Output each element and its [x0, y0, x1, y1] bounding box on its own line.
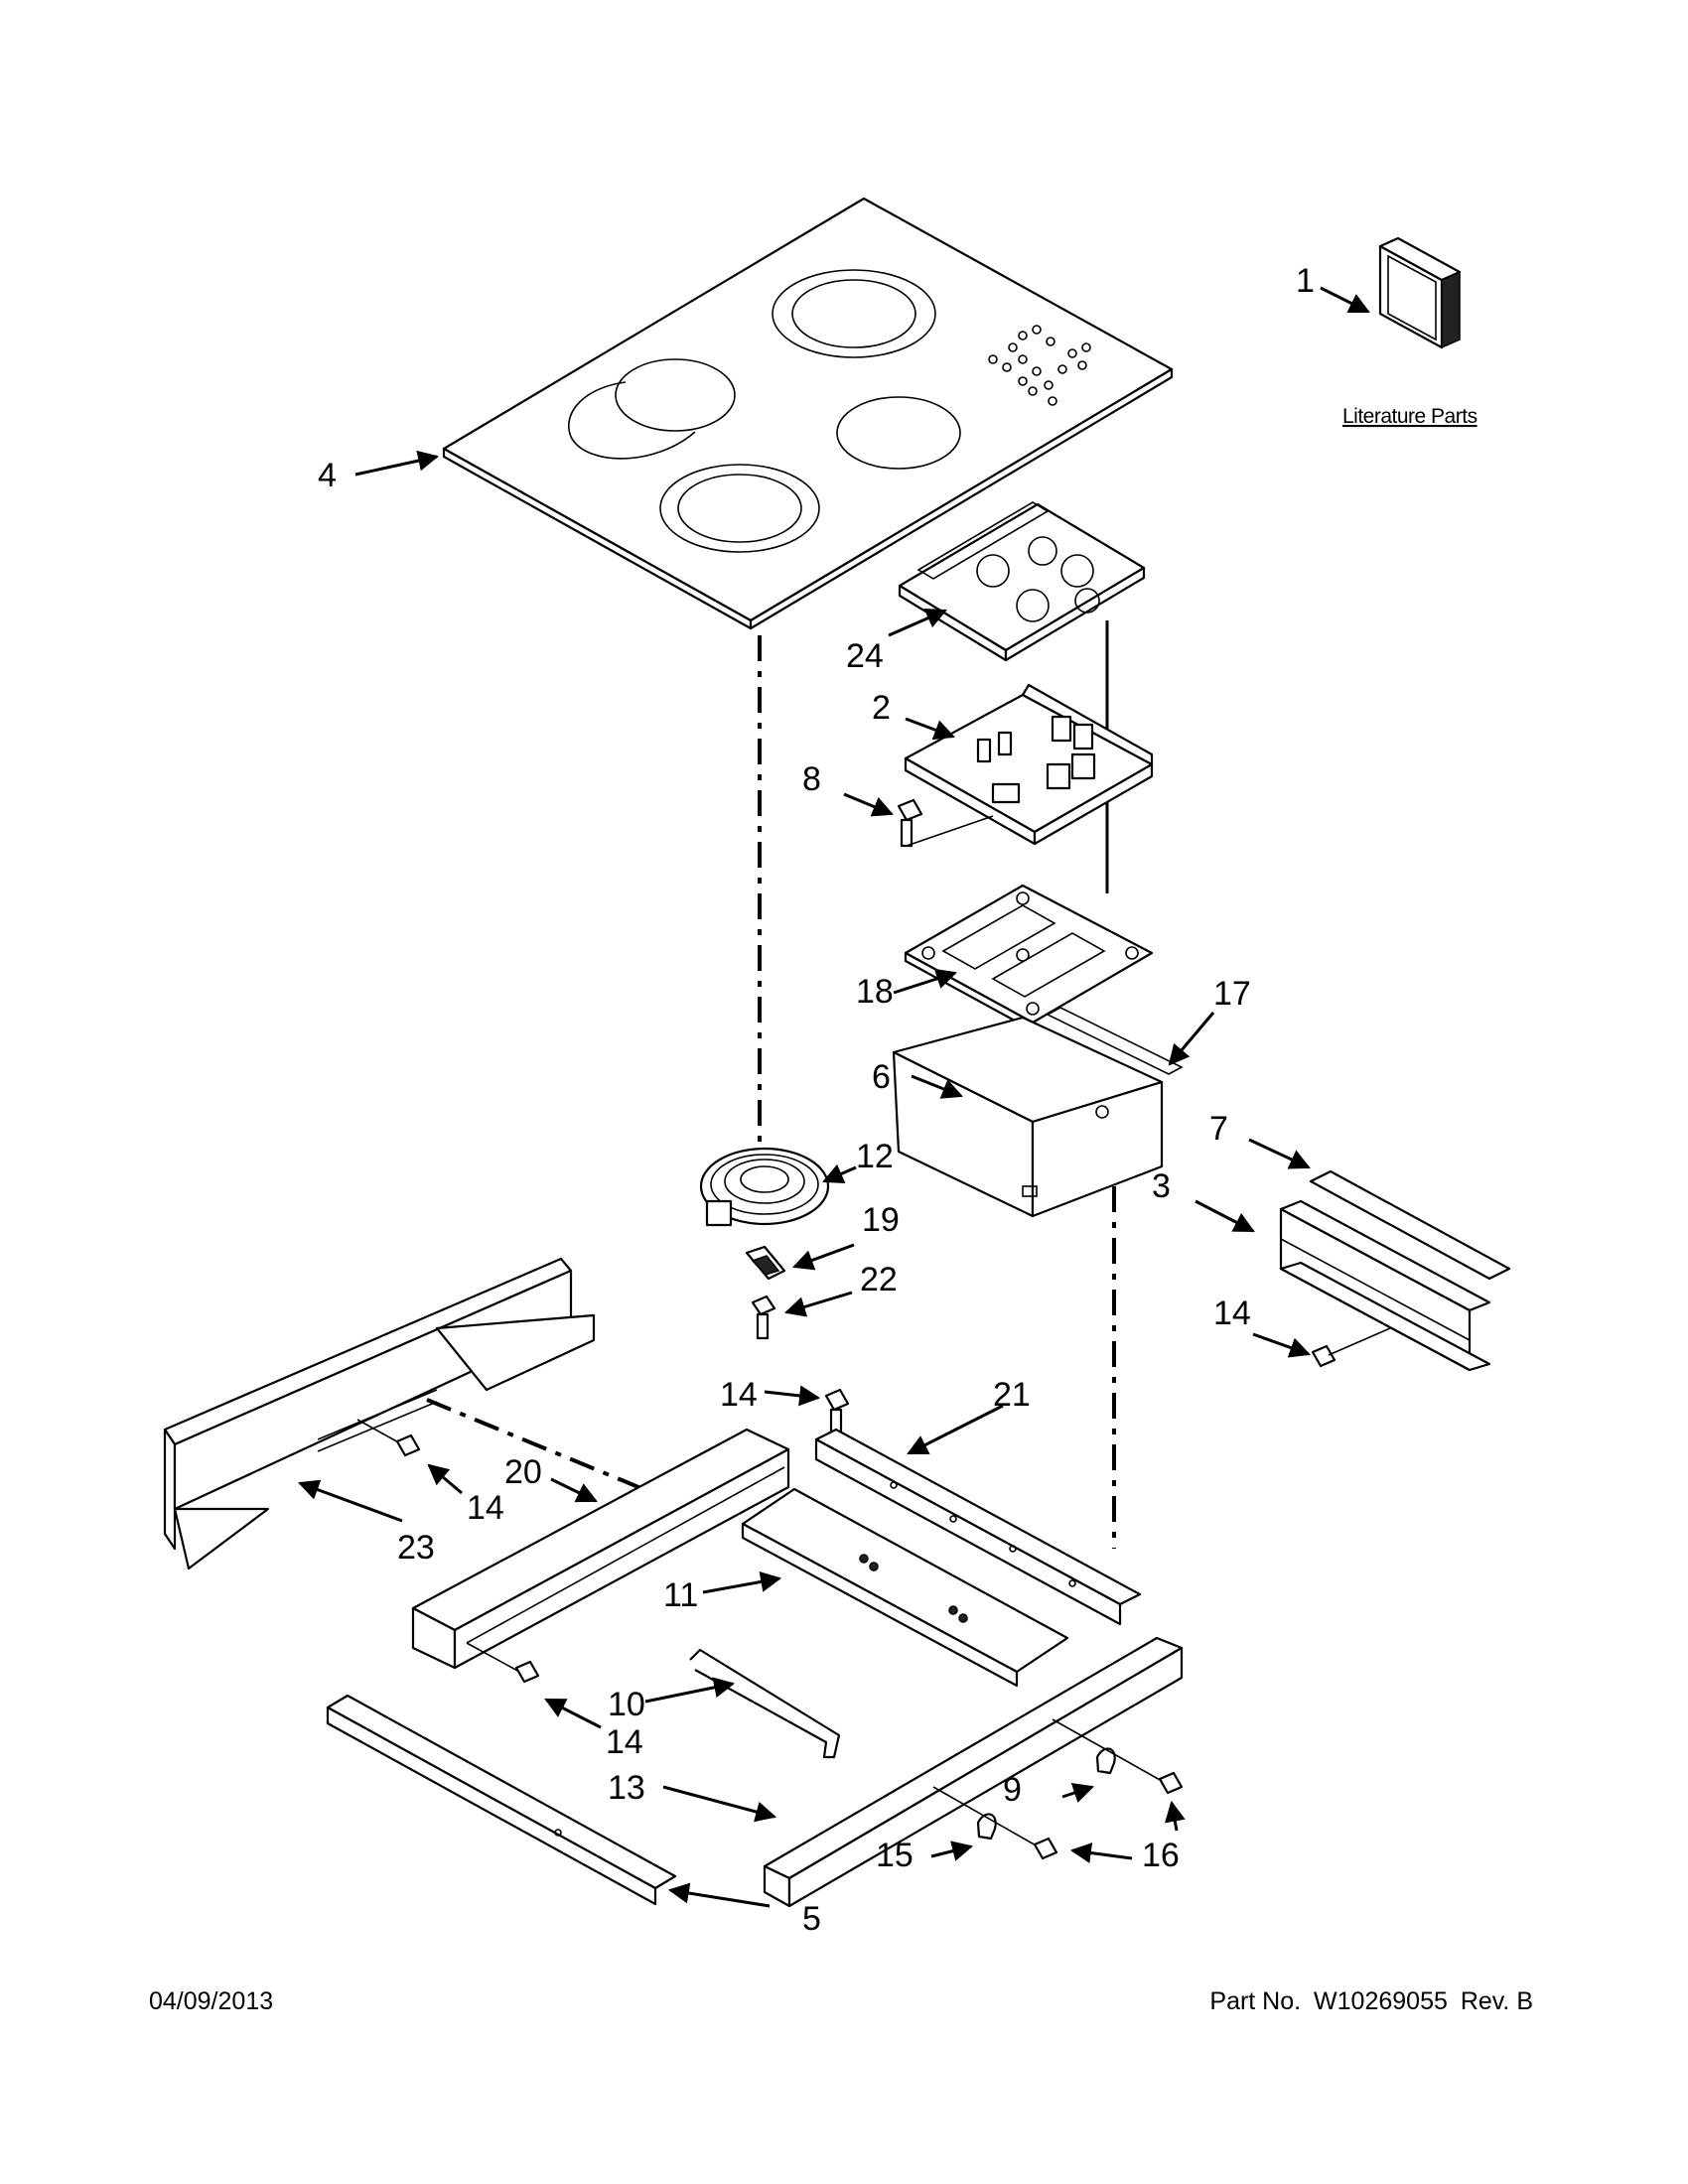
leader-11 — [702, 1571, 782, 1594]
touch-control-board — [898, 501, 1146, 662]
mounting-plate — [904, 884, 1154, 1032]
footer-part-info: Part No. W10269055 Rev. B — [1203, 1987, 1533, 2016]
leader-8 — [843, 792, 894, 817]
footer-date: 04/09/2013 — [149, 1987, 274, 2015]
base-frame — [763, 1636, 1184, 1908]
heat-shield — [741, 1487, 1069, 1688]
callout-14-right: 14 — [1213, 1295, 1251, 1332]
left-rail — [411, 1428, 790, 1670]
revision: Rev. B — [1460, 1987, 1533, 2015]
control-housing-box — [892, 1016, 1164, 1218]
callout-2: 2 — [872, 689, 891, 727]
clip-19 — [745, 1245, 786, 1281]
part-number-prefix: Part No. — [1209, 1987, 1302, 2015]
left-side-bracket — [163, 1257, 596, 1570]
callout-1: 1 — [1296, 262, 1315, 300]
callout-21: 21 — [993, 1376, 1031, 1414]
callout-23: 23 — [397, 1529, 435, 1567]
screw-14-top — [824, 1388, 850, 1435]
screw-16 — [1052, 1718, 1184, 1795]
screw-14-right — [1311, 1327, 1391, 1368]
radiant-heating-element — [699, 1147, 830, 1227]
leader-16-up — [1164, 1800, 1186, 1832]
callout-3: 3 — [1152, 1167, 1171, 1205]
part-number: W10269055 — [1314, 1987, 1448, 2015]
screw-22 — [751, 1295, 776, 1340]
leader-14-lower — [544, 1698, 602, 1729]
leader-9 — [1061, 1783, 1094, 1803]
screw-14-lower — [466, 1642, 540, 1684]
callout-19: 19 — [862, 1201, 900, 1239]
callout-20: 20 — [504, 1453, 542, 1491]
callout-24: 24 — [846, 637, 884, 675]
literature-parts-label: Literature Parts — [1342, 405, 1477, 428]
leader-19 — [792, 1243, 855, 1271]
callout-18: 18 — [856, 973, 894, 1011]
leader-7 — [1248, 1138, 1311, 1169]
callout-8: 8 — [802, 760, 821, 798]
screw-14-left — [356, 1419, 421, 1457]
callout-9: 9 — [1003, 1771, 1022, 1809]
leader-15 — [930, 1841, 974, 1861]
leader-14-right — [1252, 1332, 1311, 1358]
seal-7 — [1309, 1169, 1511, 1281]
leader-12 — [822, 1163, 857, 1184]
screw-16-lower — [932, 1786, 1058, 1860]
rear-bracket — [1279, 1199, 1491, 1372]
front-rail — [326, 1694, 677, 1906]
leader-2 — [905, 717, 955, 741]
callout-16: 16 — [1142, 1837, 1180, 1874]
leader-1 — [1320, 286, 1370, 314]
callout-7: 7 — [1209, 1110, 1228, 1148]
callout-22: 22 — [860, 1261, 898, 1298]
callout-4: 4 — [318, 457, 337, 494]
leader-16 — [1069, 1843, 1133, 1863]
leader-6 — [911, 1074, 963, 1099]
callout-13: 13 — [608, 1769, 645, 1807]
callout-14-top: 14 — [720, 1376, 758, 1414]
leader-18 — [893, 968, 957, 995]
wire-bracket — [689, 1648, 841, 1759]
callout-10: 10 — [608, 1686, 645, 1723]
leader-13 — [662, 1785, 777, 1823]
callout-11: 11 — [663, 1576, 698, 1614]
leveling-leg-9 — [1095, 1747, 1116, 1775]
gasket-17 — [1046, 1007, 1184, 1075]
callout-12: 12 — [856, 1138, 894, 1175]
alignment-line-bracket — [426, 1398, 656, 1496]
callout-17: 17 — [1213, 975, 1251, 1013]
callout-14-left: 14 — [467, 1489, 504, 1527]
leader-4 — [354, 450, 440, 477]
leader-5 — [667, 1882, 771, 1908]
leader-17 — [1168, 1012, 1215, 1066]
callout-15: 15 — [876, 1837, 914, 1874]
leader-3 — [1195, 1199, 1255, 1233]
cross-rail — [814, 1428, 1142, 1626]
leader-20 — [550, 1477, 598, 1503]
screw-8 — [897, 798, 994, 848]
electronic-control-board — [904, 683, 1154, 846]
leader-14-left — [427, 1463, 463, 1495]
leader-24 — [888, 608, 947, 637]
literature-booklet — [1378, 236, 1462, 349]
callout-14-lower: 14 — [606, 1723, 643, 1761]
leader-14-top — [764, 1385, 821, 1407]
control-touch-pads — [988, 325, 1091, 406]
leader-10 — [644, 1677, 736, 1704]
leader-23 — [298, 1479, 403, 1523]
callout-5: 5 — [802, 1900, 821, 1938]
callout-6: 6 — [872, 1058, 891, 1096]
cooktop-glass — [442, 197, 1174, 630]
leader-21 — [907, 1404, 1004, 1455]
leader-22 — [783, 1291, 853, 1317]
